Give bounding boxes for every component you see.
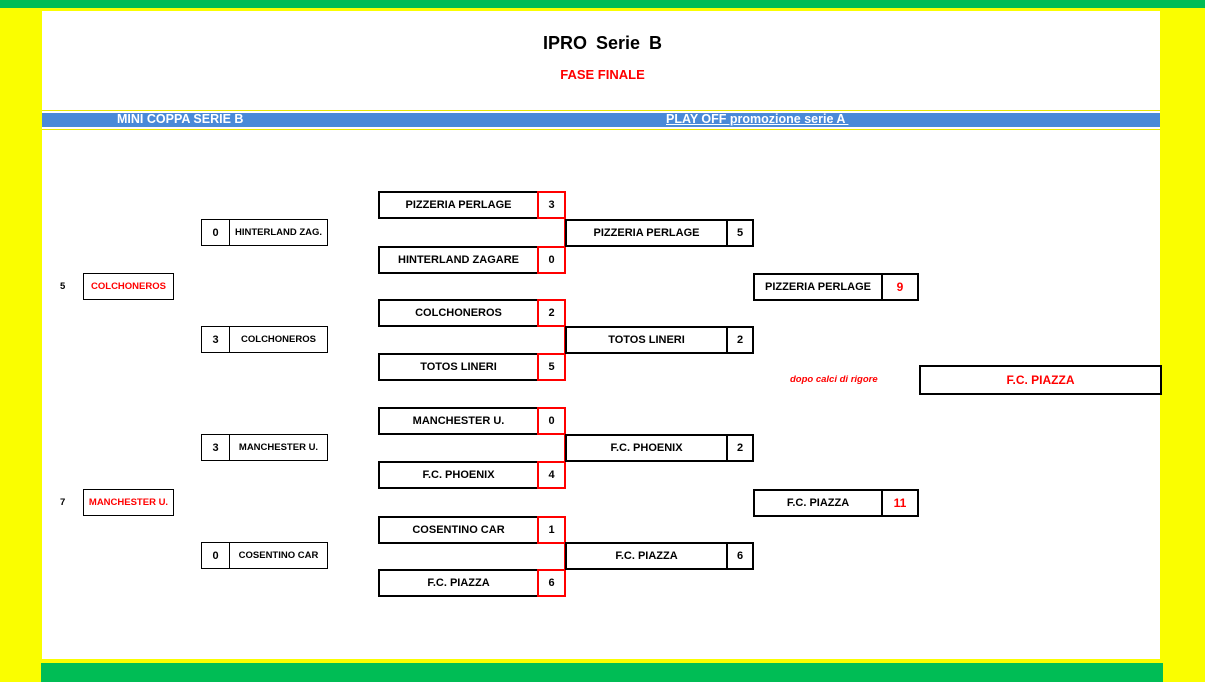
team-cell: F.C. PIAZZA (378, 569, 539, 597)
winner-cell: F.C. PIAZZA (919, 365, 1162, 395)
divider (42, 110, 1160, 111)
team-cell: PIZZERIA PERLAGE (378, 191, 539, 219)
team-cell: HINTERLAND ZAG. (229, 219, 328, 246)
section-band: MINI COPPA SERIE B PLAY OFF promozione s… (42, 112, 1160, 127)
mini-coppa-heading: MINI COPPA SERIE B (117, 112, 244, 126)
team-cell: COLCHONEROS (229, 326, 328, 353)
team-cell: PIZZERIA PERLAGE (565, 219, 728, 247)
score-cell: 1 (537, 516, 566, 544)
score-cell: 0 (537, 246, 566, 274)
score-cell: 6 (537, 569, 566, 597)
score-cell: 2 (726, 326, 754, 354)
finalist-score: 5 (60, 281, 66, 292)
score-cell: 3 (201, 434, 230, 461)
score-cell: 5 (537, 353, 566, 381)
bottom-green-bar (41, 663, 1163, 682)
team-cell: F.C. PHOENIX (378, 461, 539, 489)
score-cell: 2 (726, 434, 754, 462)
finalist-team: MANCHESTER U. (83, 489, 174, 516)
score-cell: 3 (537, 191, 566, 219)
page-title: IPRO Serie B (542, 33, 663, 53)
team-cell: COSENTINO CAR (229, 542, 328, 569)
page-subtitle: FASE FINALE (560, 67, 645, 82)
score-cell: 6 (726, 542, 754, 570)
team-cell: MANCHESTER U. (378, 407, 539, 435)
team-cell: PIZZERIA PERLAGE (753, 273, 883, 301)
score-cell: 9 (881, 273, 919, 301)
team-cell: COLCHONEROS (378, 299, 539, 327)
team-cell: COSENTINO CAR (378, 516, 539, 544)
score-cell: 0 (537, 407, 566, 435)
score-cell: 3 (201, 326, 230, 353)
finalist-team: COLCHONEROS (83, 273, 174, 300)
team-cell: F.C. PIAZZA (565, 542, 728, 570)
score-cell: 5 (726, 219, 754, 247)
score-cell: 0 (201, 219, 230, 246)
team-cell: TOTOS LINERI (378, 353, 539, 381)
penalties-note: dopo calci di rigore (790, 374, 878, 385)
team-cell: TOTOS LINERI (565, 326, 728, 354)
divider (42, 129, 1160, 130)
score-cell: 4 (537, 461, 566, 489)
team-cell: HINTERLAND ZAGARE (378, 246, 539, 274)
score-cell: 11 (881, 489, 919, 517)
top-green-bar (0, 0, 1205, 8)
finalist-score: 7 (60, 497, 66, 508)
team-cell: F.C. PIAZZA (753, 489, 883, 517)
team-cell: F.C. PHOENIX (565, 434, 728, 462)
playoff-heading: PLAY OFF promozione serie A (666, 112, 849, 126)
score-cell: 0 (201, 542, 230, 569)
score-cell: 2 (537, 299, 566, 327)
team-cell: MANCHESTER U. (229, 434, 328, 461)
